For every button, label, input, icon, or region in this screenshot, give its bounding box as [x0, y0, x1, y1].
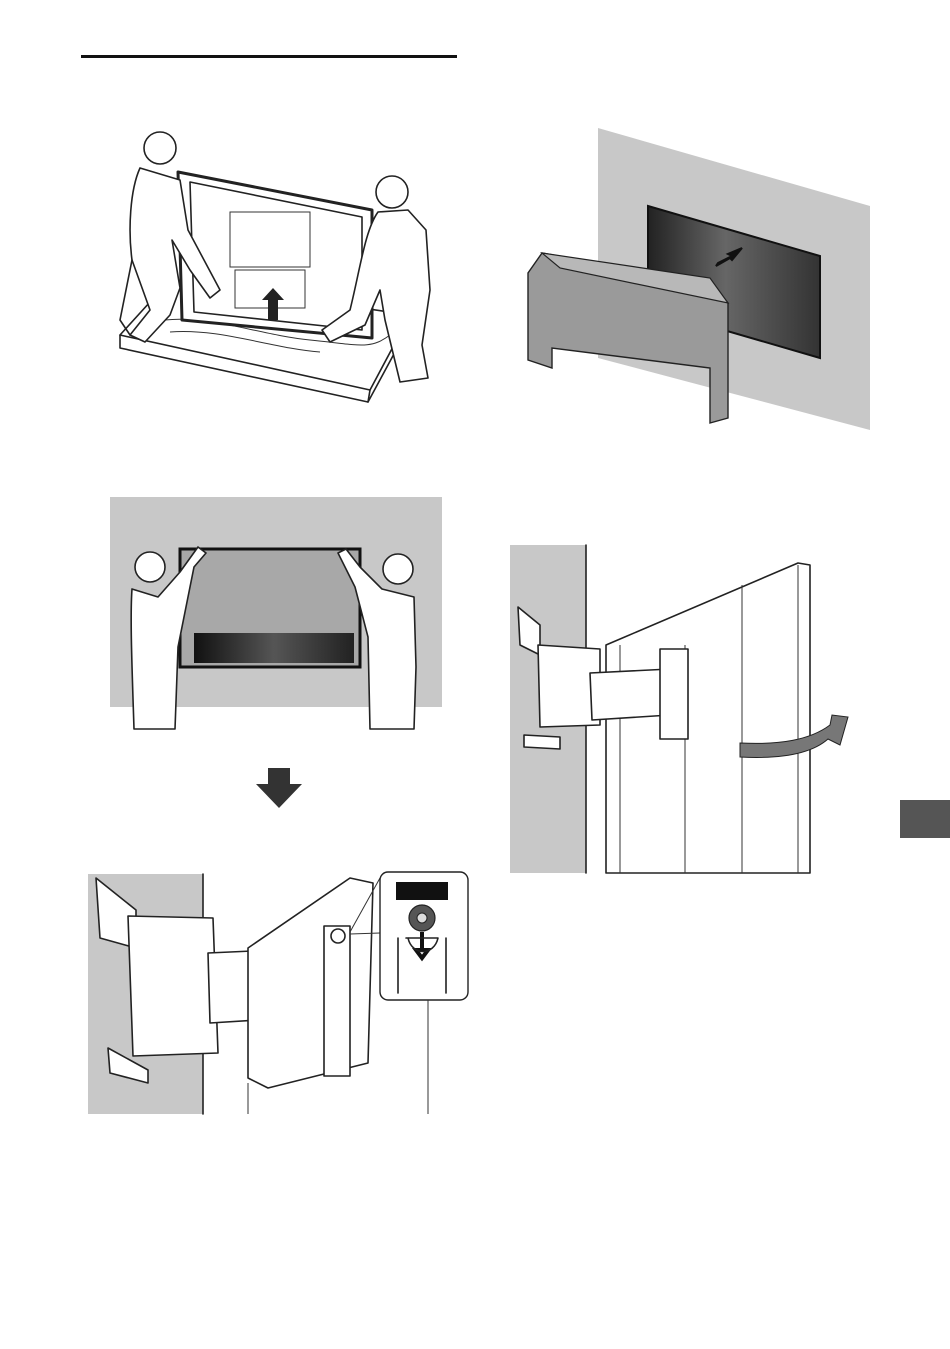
section-index-tab [900, 800, 950, 838]
figure-bracket-hook [88, 838, 468, 1114]
figure-tv-swivel [510, 545, 850, 875]
figure-hang-tv [110, 497, 442, 729]
section-header-rule [81, 55, 457, 58]
down-arrow-icon [256, 768, 302, 808]
figure-unpack-tv [110, 120, 440, 400]
figure-protective-cover [520, 128, 880, 433]
